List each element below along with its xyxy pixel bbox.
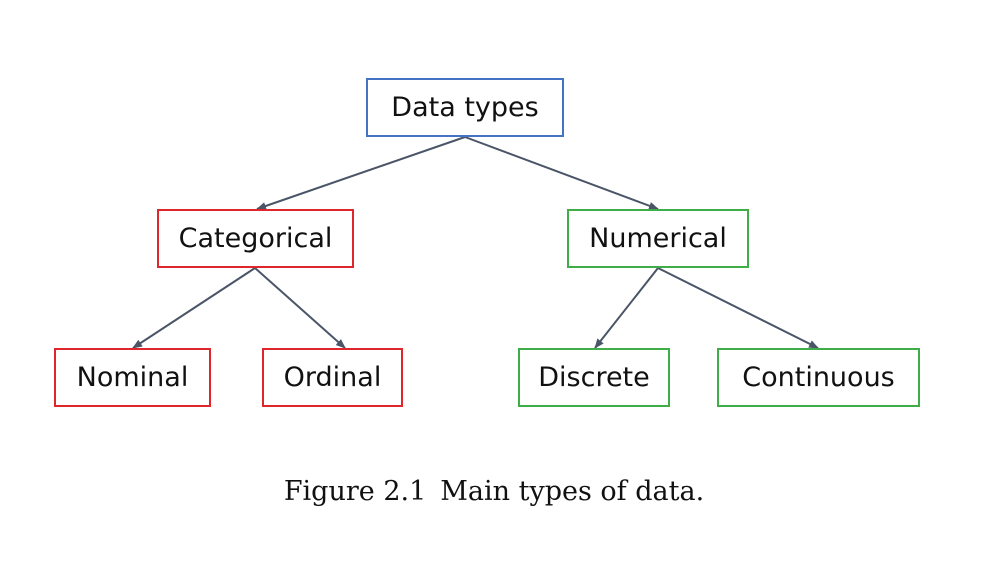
figure-caption-text: Main types of data. [440, 476, 705, 507]
node-data-types: Data types [366, 78, 564, 137]
figure-caption: Figure 2.1 Main types of data. [0, 476, 988, 507]
edge-numerical-to-discrete [594, 267, 659, 349]
edge-categorical-to-nominal [132, 267, 256, 349]
node-categorical: Categorical [157, 209, 354, 268]
node-ordinal: Ordinal [262, 348, 403, 407]
node-nominal: Nominal [54, 348, 211, 407]
edge-root-to-categorical [256, 136, 466, 210]
edge-numerical-to-continuous [657, 267, 819, 349]
edge-root-to-numerical [464, 136, 659, 210]
figure-number: Figure 2.1 [283, 476, 427, 507]
node-continuous: Continuous [717, 348, 920, 407]
node-numerical: Numerical [567, 209, 749, 268]
edge-categorical-to-ordinal [254, 267, 346, 349]
node-discrete: Discrete [518, 348, 670, 407]
